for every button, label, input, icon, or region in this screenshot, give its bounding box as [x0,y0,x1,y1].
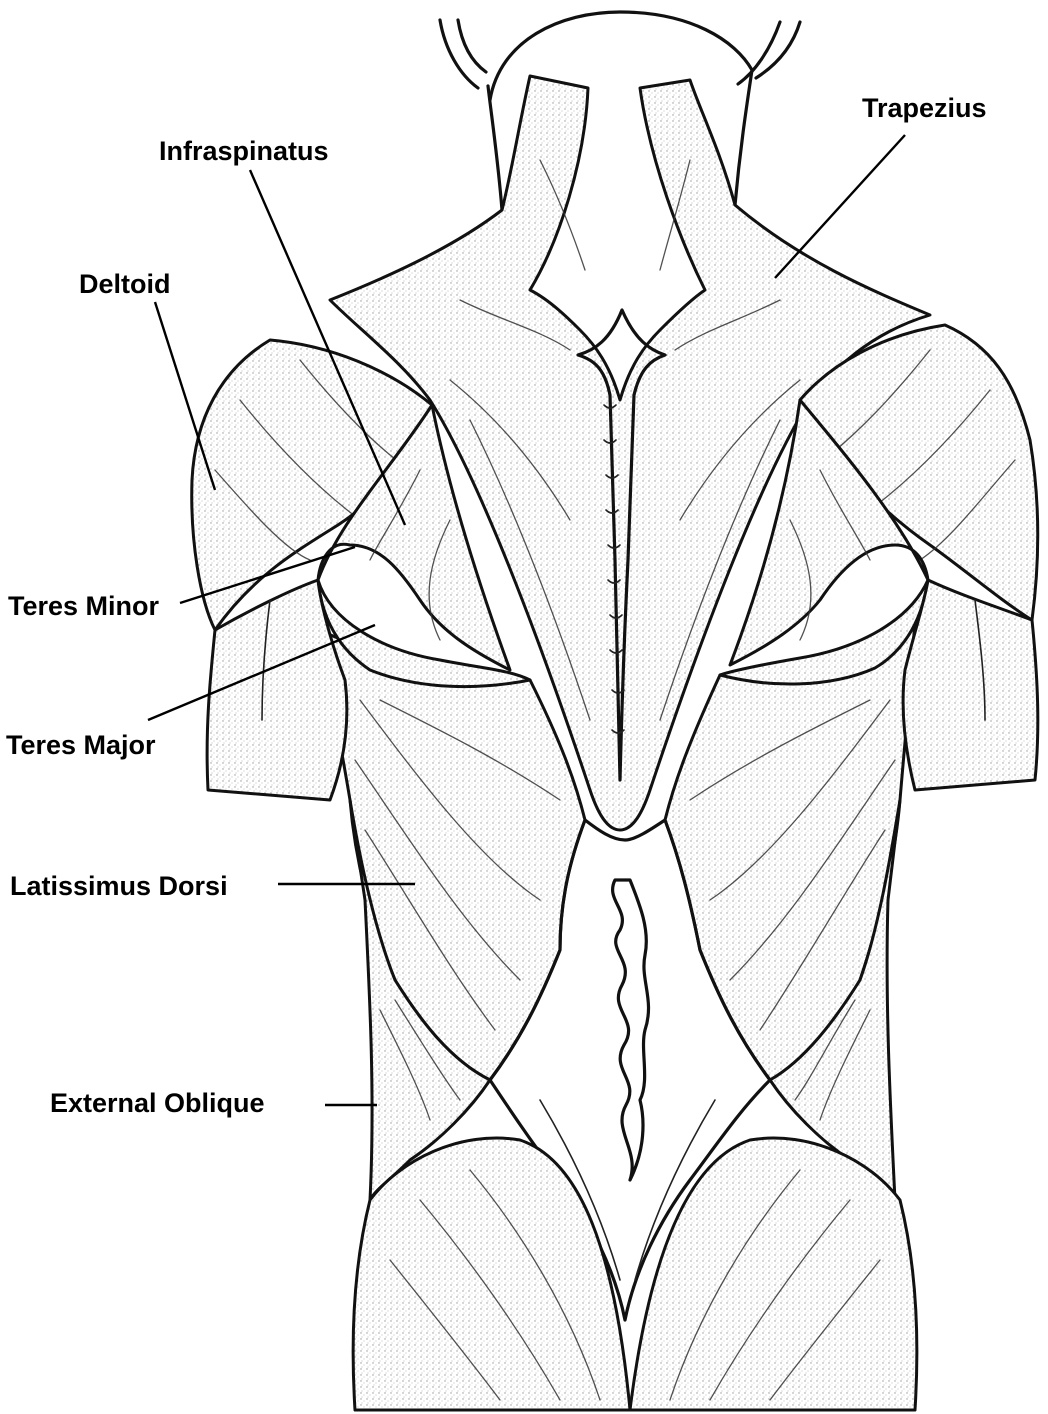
label-teres-major: Teres Major [6,730,156,760]
label-infraspinatus: Infraspinatus [159,136,329,166]
label-teres-minor: Teres Minor [8,591,160,621]
label-trapezius: Trapezius [862,93,987,123]
label-deltoid: Deltoid [79,269,171,299]
label-latissimus-dorsi: Latissimus Dorsi [10,871,228,901]
label-external-oblique: External Oblique [50,1088,265,1118]
